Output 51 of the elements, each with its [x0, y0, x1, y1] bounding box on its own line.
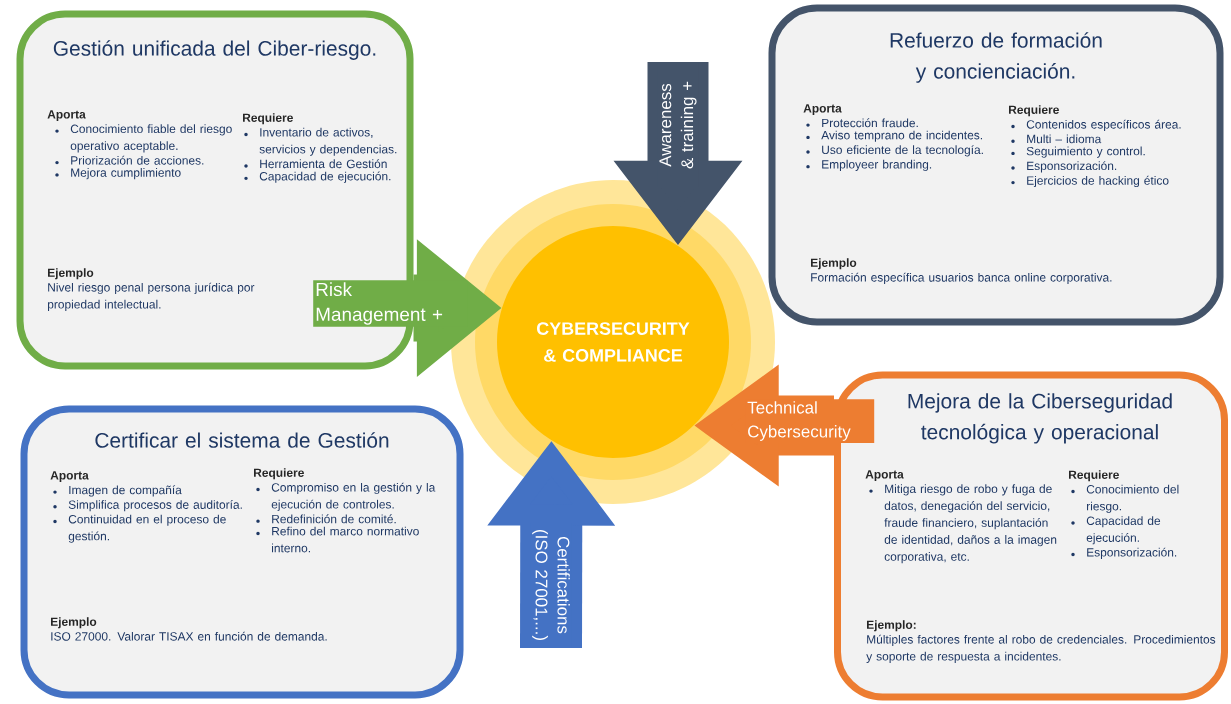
bullet-item: Esponsorización.	[1011, 161, 1117, 173]
bullet-item: Refino del marco normativo interno.	[256, 526, 419, 553]
info-card	[20, 405, 464, 699]
bullet-item: Imagen de compañía	[53, 485, 182, 497]
bullet-item: Capacidad de ejecución.	[244, 171, 391, 183]
section-heading: Requiere	[1009, 105, 1059, 117]
section-heading: Ejemplo:	[867, 620, 916, 632]
bullet-item: Protección fraude.	[806, 118, 918, 128]
bullet-item: Employeer branding.	[806, 159, 932, 171]
section-heading: Ejemplo	[811, 258, 857, 270]
bullet-item: Seguimiento y control.	[1011, 146, 1145, 158]
section-heading: Aporta	[50, 471, 89, 482]
bullet-item: Esponsorización.	[1071, 547, 1177, 559]
bullet-item: Continuidad en el proceso de gestión.	[53, 514, 226, 543]
example-text: Nivel riesgo penal persona jurídica por propiedad intelectual.	[47, 282, 255, 311]
bullet-item: Priorización de acciones.	[55, 155, 204, 165]
bullet-item: Conocimiento fiable del riesgo operativo aceptable.	[55, 124, 232, 153]
example-text: Múltiples factores frente al robo de credenciales. Procedimientos y soporte de respuesta a incidentes.	[866, 634, 1216, 663]
bullet-item: Mitiga riesgo de robo y fuga de datos, denegación del servicio, fraude financiero, suplantación de identidad, daños a la imagen corporativa, etc.	[869, 484, 1057, 564]
bullet-item: Inventario de activos, servicios y dependencias.	[244, 127, 397, 156]
arrow-label: Risk Management +	[313, 280, 468, 327]
bullet-item: Compromiso en la gestión y la ejecución de controles.	[256, 482, 436, 511]
bullet-item: Mejora cumplimiento	[55, 168, 181, 180]
section-heading: Ejemplo	[51, 617, 97, 629]
info-card	[768, 4, 1224, 326]
card-title: Certificar el sistema de Gestión	[95, 432, 389, 448]
section-heading: Requiere	[254, 468, 304, 480]
bullet-item: Redefinición de comité.	[256, 514, 396, 524]
section-heading: Requiere	[243, 113, 293, 125]
example-text: Formación específica usuarios banca online corporativa.	[811, 272, 1112, 285]
arrow-label: Awareness & training +	[657, 63, 699, 187]
bullet-item: Contenidos específicos área.	[1011, 119, 1181, 132]
arrow-label: Technical Cybersecurity	[745, 399, 875, 443]
arrow-label: Certifications (ISO 27001,...)	[530, 523, 572, 647]
bullet-item: Conocimiento del riesgo.	[1071, 484, 1179, 513]
section-heading: Ejemplo	[48, 268, 94, 280]
section-heading: Aporta	[47, 110, 86, 121]
section-heading: Aporta	[865, 470, 904, 481]
bullet-item: Multi – idioma	[1011, 134, 1102, 144]
section-heading: Aporta	[803, 104, 842, 115]
bullet-item: Simplifica procesos de auditoría.	[53, 500, 242, 512]
card-title: Mejora de la Ciberseguridad tecnológica y operacional	[908, 393, 1172, 444]
section-heading: Requiere	[1069, 470, 1119, 482]
bullet-item: Ejercicios de hacking ético	[1011, 175, 1169, 188]
bullet-item: Uso eficiente de la tecnología.	[806, 145, 983, 157]
card-title: Gestión unificada del Ciber-riesgo.	[53, 40, 376, 60]
example-text: ISO 27000. Valorar TISAX en función de demanda.	[51, 631, 327, 641]
bullet-item: Aviso temprano de incidentes.	[806, 130, 982, 142]
card-title: Refuerzo de formación y concienciación.	[890, 32, 1102, 83]
bullet-item: Capacidad de ejecución.	[1071, 516, 1161, 545]
bullet-item: Herramienta de Gestión	[244, 159, 387, 169]
